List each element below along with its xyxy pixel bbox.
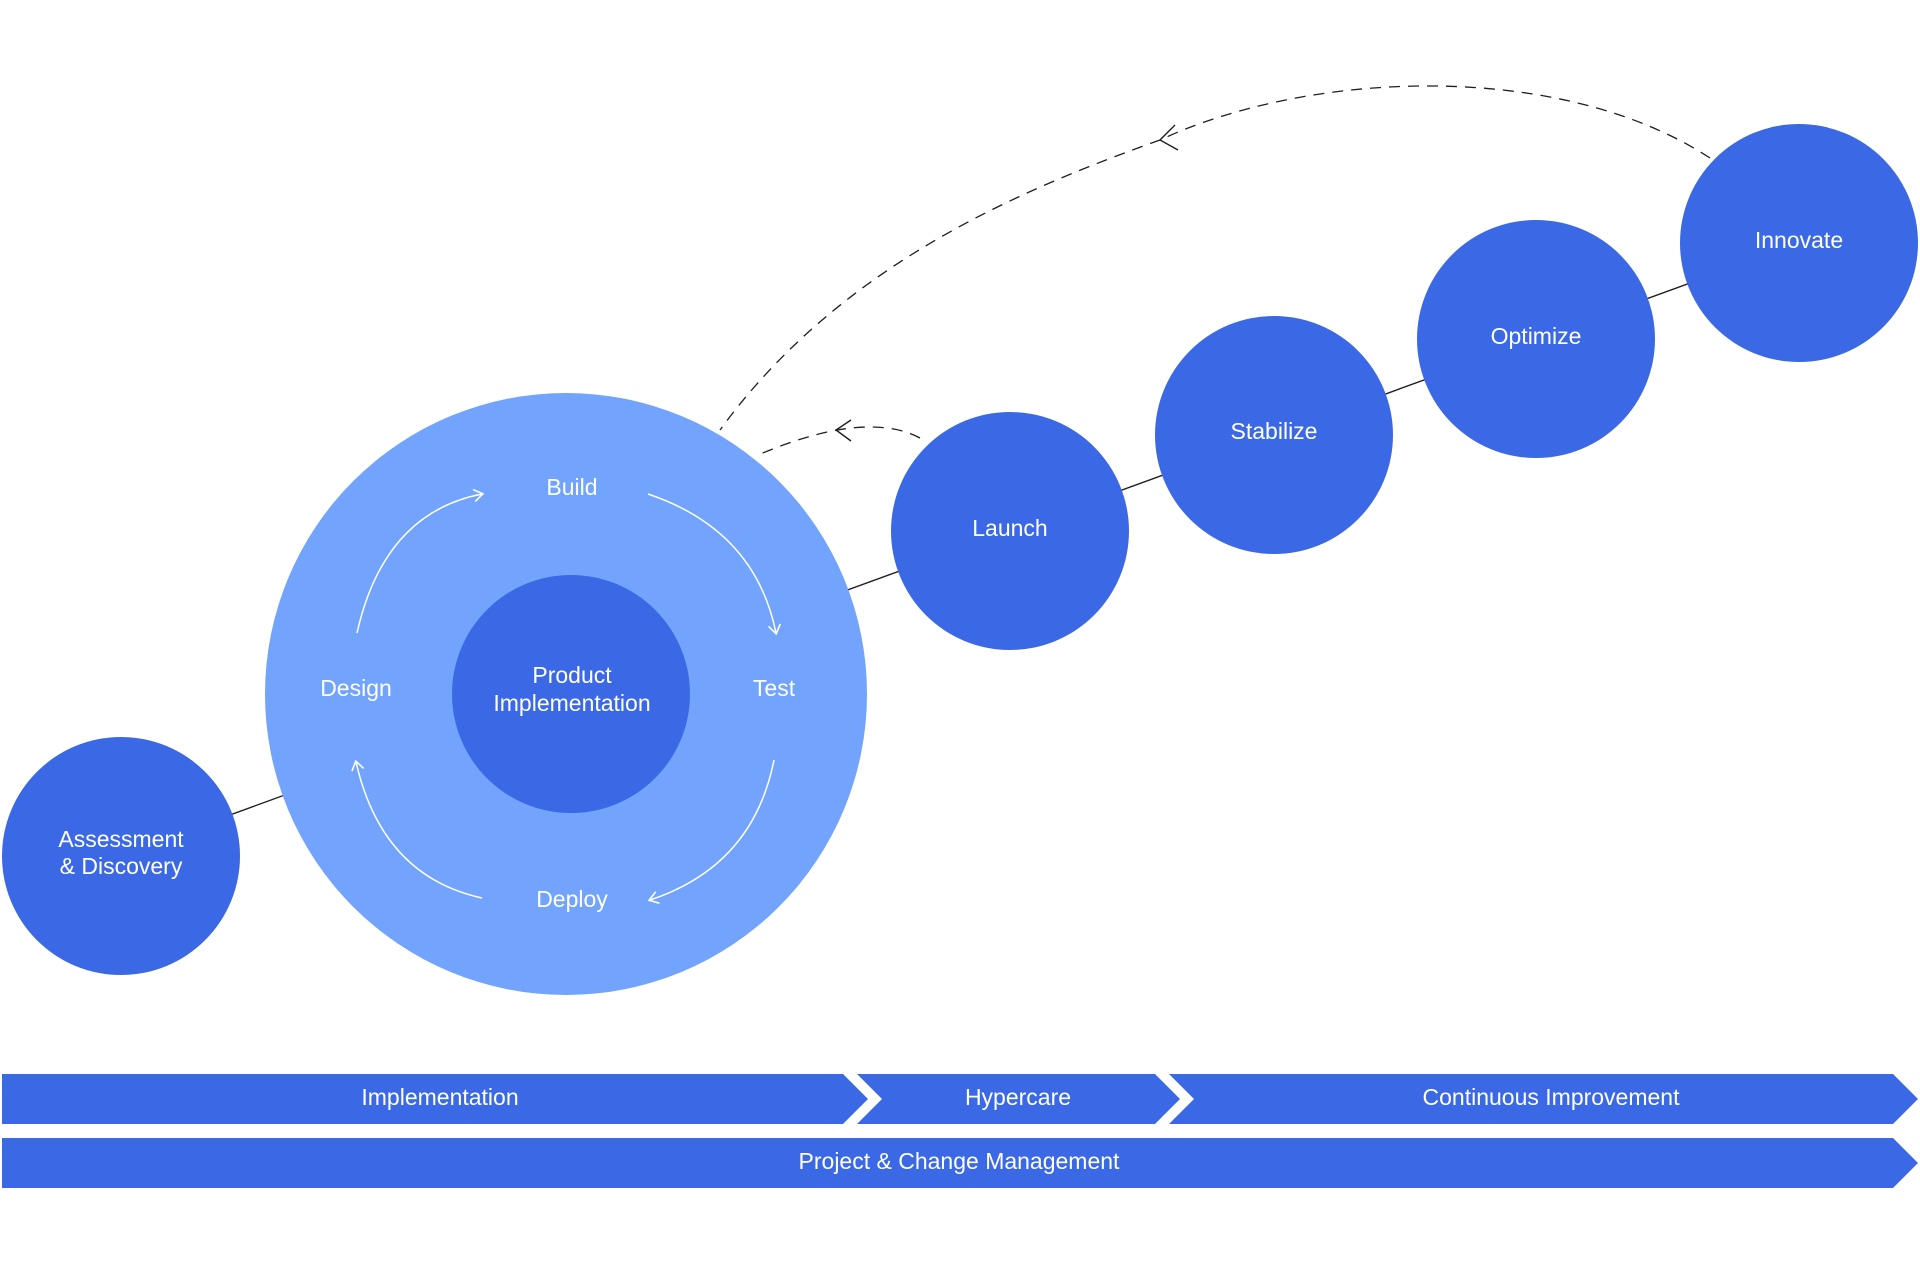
feedback-arrowhead-innovate (1158, 124, 1179, 151)
innovate-label: Innovate (1755, 227, 1843, 253)
feedback-arrow-launch (757, 426, 921, 456)
center-label-line1: Product (532, 662, 612, 688)
node-optimize (1417, 220, 1655, 458)
cycle-arrow-deploy-to-design (351, 759, 483, 899)
cycle-label-test: Test (753, 675, 796, 701)
cycle-label-design: Design (320, 675, 392, 701)
assessment-label-line1: Assessment (58, 826, 184, 852)
band-hypercare (857, 1074, 1180, 1124)
cycle-label-deploy: Deploy (536, 886, 608, 912)
assessment-label-line2: & Discovery (60, 853, 183, 879)
band-label-project-change-management: Project & Change Management (799, 1148, 1121, 1174)
node-stabilize (1155, 316, 1393, 554)
band-implementation (2, 1074, 868, 1124)
band-label-continuous-improvement: Continuous Improvement (1423, 1084, 1681, 1110)
node-assessment-discovery (2, 737, 240, 975)
node-launch (891, 412, 1129, 650)
center-label-line2: Implementation (493, 690, 650, 716)
band-label-hypercare: Hypercare (965, 1084, 1071, 1110)
cycle-arrow-test-to-deploy (647, 759, 775, 904)
stabilize-label: Stabilize (1231, 418, 1318, 444)
product-implementation-core (452, 575, 690, 813)
band-project-change-management (2, 1138, 1918, 1188)
band-continuous-improvement (1169, 1074, 1918, 1124)
feedback-arrowhead-launch (834, 419, 852, 442)
node-innovate (1680, 124, 1918, 362)
optimize-label: Optimize (1491, 323, 1582, 349)
cycle-arrow-design-to-build (356, 488, 485, 634)
band-label-implementation: Implementation (361, 1084, 518, 1110)
launch-label: Launch (972, 515, 1047, 541)
cycle-arrow-build-to-test (647, 493, 782, 636)
cycle-label-build: Build (546, 474, 597, 500)
